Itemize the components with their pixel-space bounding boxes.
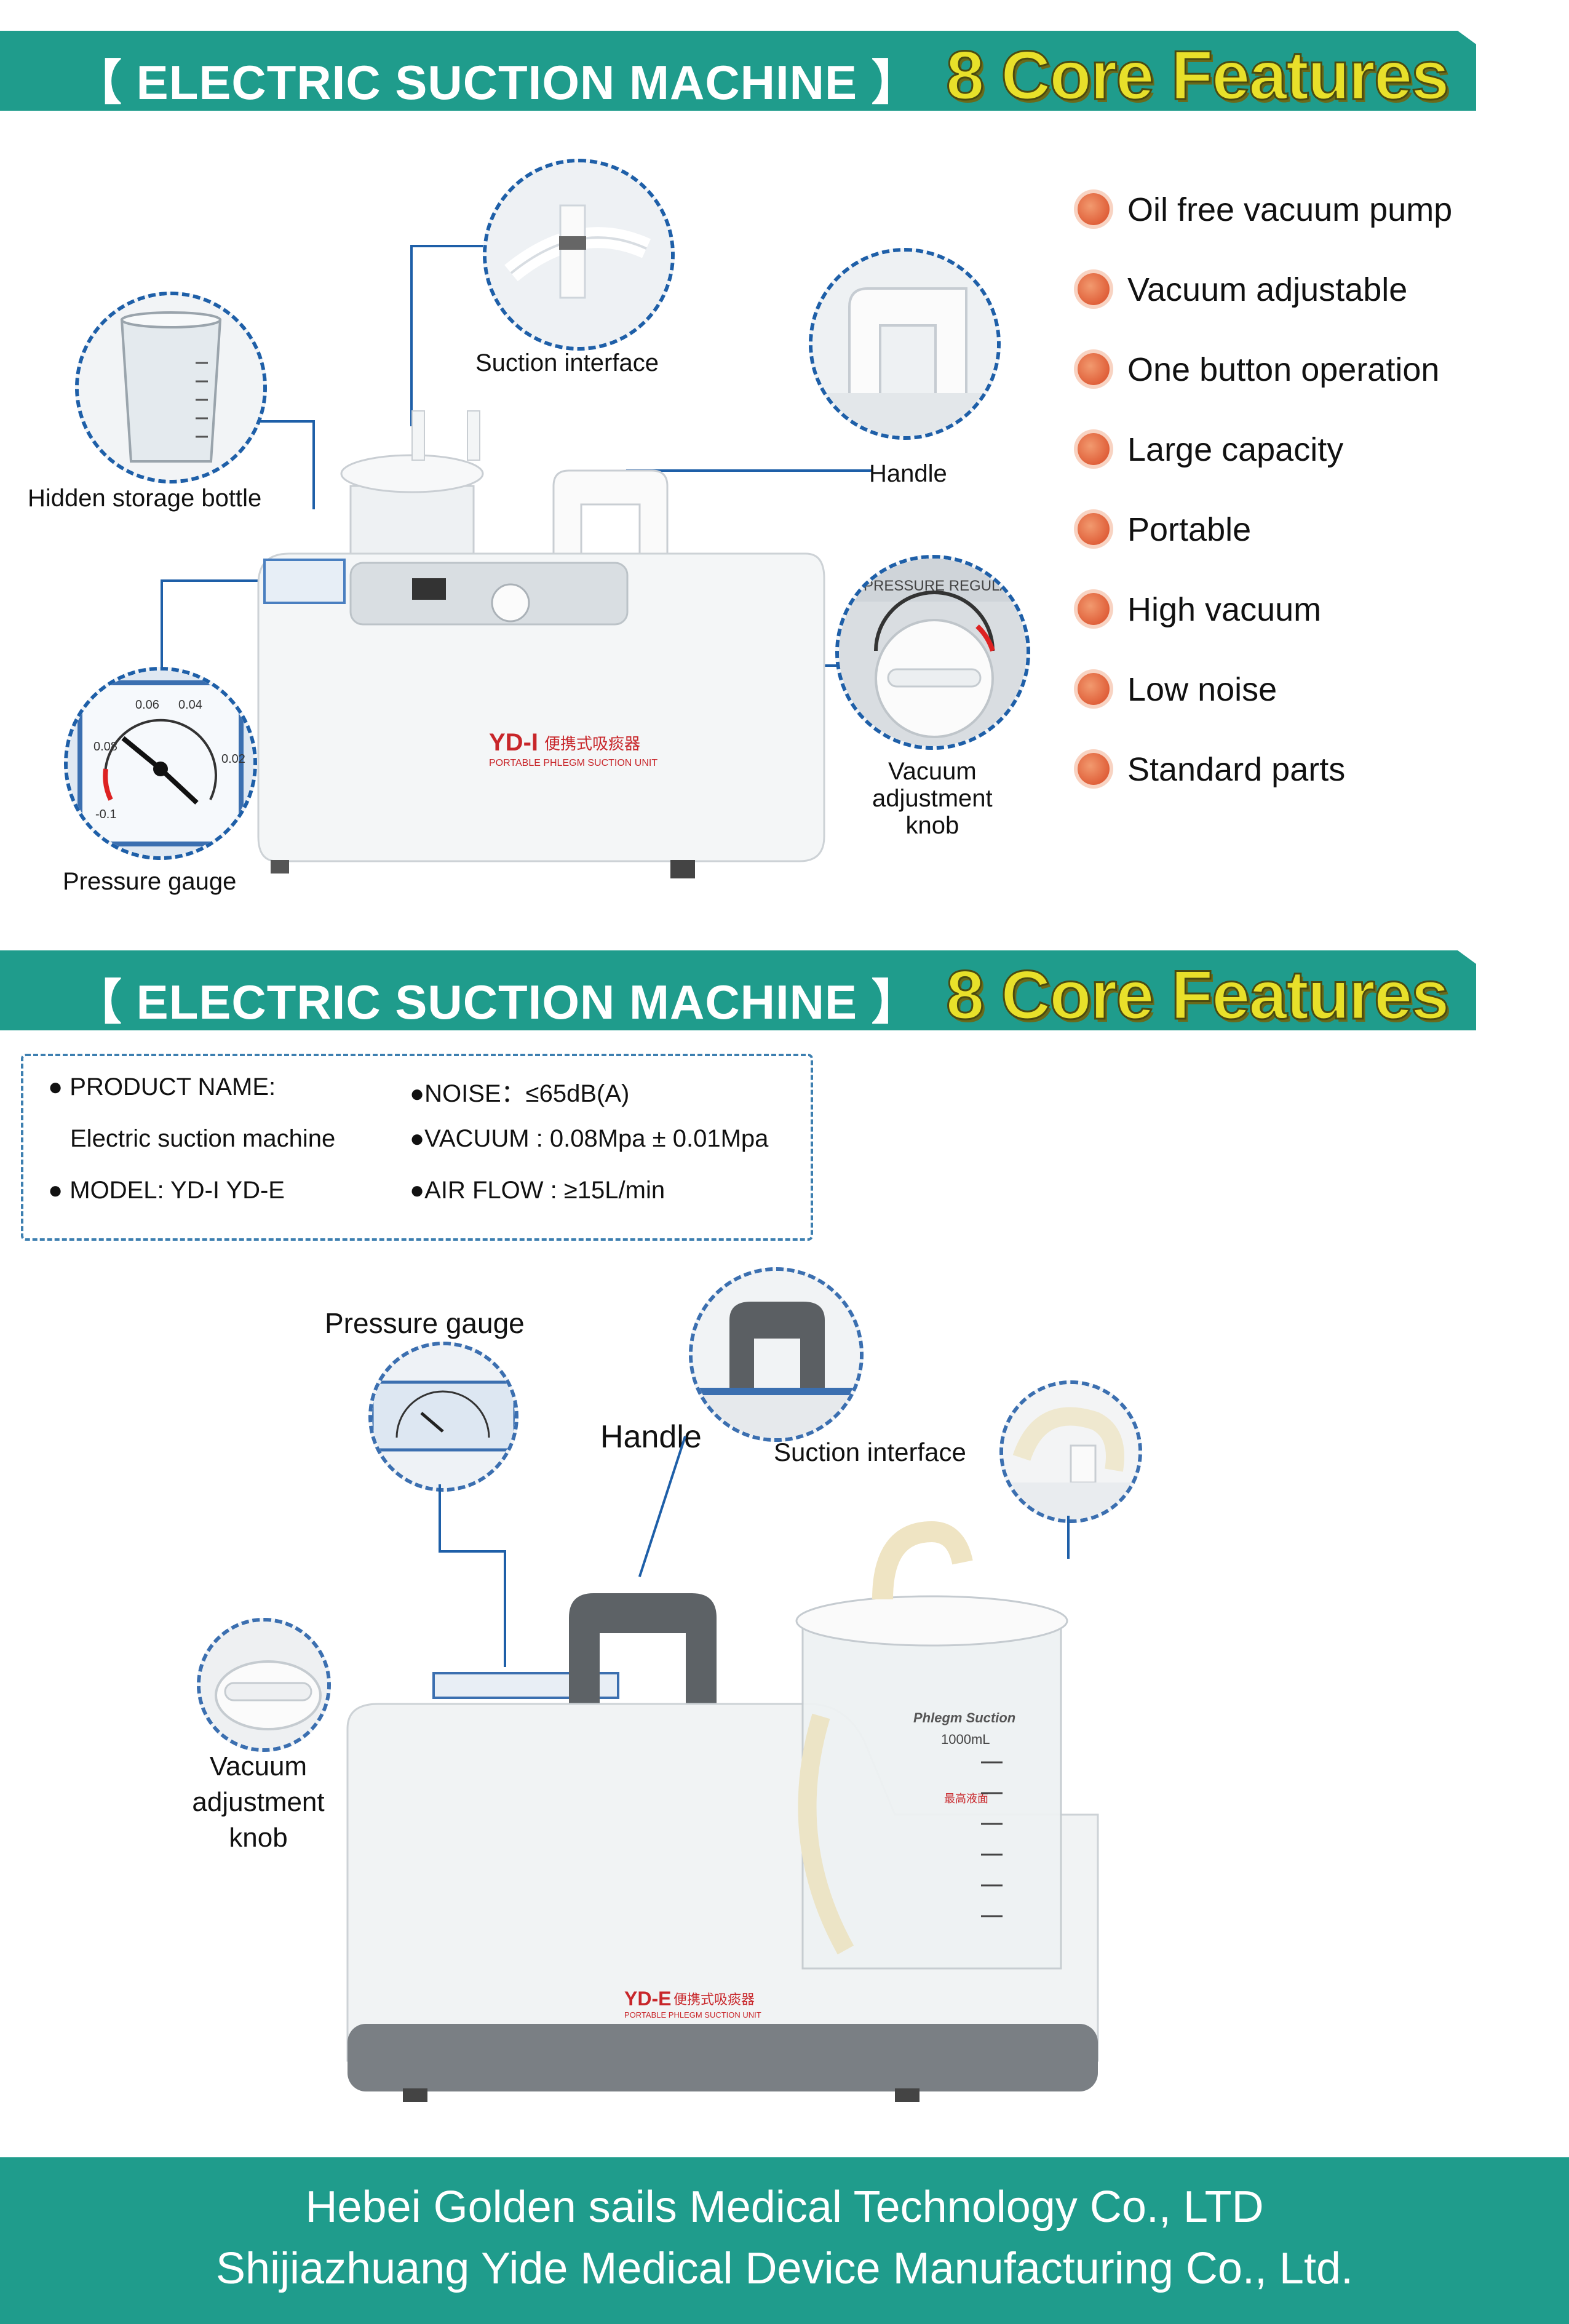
banner-bar — [0, 31, 1476, 111]
spec-product-name-label: ● PRODUCT NAME: — [48, 1073, 276, 1100]
yd-i-sub-text: PORTABLE PHLEGM SUCTION UNIT — [489, 758, 657, 768]
feature-bullet-icon — [1078, 353, 1110, 385]
company-footer: Hebei Golden sails Medical Technology Co… — [0, 2157, 1569, 2324]
vacuum-knob-label: Vacuum adjustment knob — [872, 758, 993, 839]
feature-item: Oil free vacuum pump — [1127, 191, 1453, 228]
svg-text:0.06: 0.06 — [135, 698, 159, 712]
spec-model: ● MODEL: YD-I YD-E — [48, 1177, 285, 1204]
feature-item: Large capacity — [1127, 431, 1344, 468]
handle-label-2: Handle — [600, 1419, 702, 1455]
pressure-gauge-detail-2 — [368, 1342, 518, 1492]
feature-bullet-icon — [1078, 673, 1110, 705]
feature-bullet-icon — [1078, 753, 1110, 785]
connector-line — [410, 245, 483, 247]
connector-line — [161, 579, 277, 582]
feature-item: Portable — [1127, 511, 1252, 548]
yd-e-machine-illustration: Phlegm Suction 1000mL 最高液面 YD-E 便携式吸痰器 P… — [346, 1521, 1099, 2102]
vacuum-knob-detail-2 — [197, 1618, 331, 1752]
vacuum-knob-illustration: PRESSURE REGULAT — [839, 559, 1027, 746]
header-banner-2: 【 ELECTRIC SUCTION MACHINE 】 8 Core Feat… — [0, 950, 1569, 1035]
vacuum-knob-illustration-2 — [201, 1622, 327, 1748]
storage-bottle-illustration — [79, 295, 263, 480]
feature-item: Low noise — [1127, 671, 1277, 708]
svg-text:0.04: 0.04 — [178, 698, 202, 712]
connector-line — [1067, 1516, 1070, 1559]
banner-bar — [0, 950, 1476, 1030]
jar-volume-text: 1000mL — [941, 1732, 990, 1747]
banner-title: 【 ELECTRIC SUCTION MACHINE 】 — [74, 975, 920, 1029]
connector-line — [161, 579, 163, 672]
company-name-1: Hebei Golden sails Medical Technology Co… — [305, 2183, 1264, 2232]
handle-detail-2 — [689, 1267, 864, 1442]
svg-text:-0.1: -0.1 — [95, 808, 116, 821]
suction-interface-label: Suction interface — [475, 349, 659, 376]
yd-i-model-text: YD-I — [489, 729, 538, 756]
spec-air-flow: ●AIR FLOW : ≥15L/min — [410, 1177, 665, 1204]
yd-i-machine-illustration: YD-I 便携式吸痰器 PORTABLE PHLEGM SUCTION UNIT — [257, 410, 825, 878]
feature-bullet-icon — [1078, 593, 1110, 625]
suction-interface-detail — [483, 159, 675, 351]
yd-e-chinese-text: 便携式吸痰器 — [673, 1992, 755, 2007]
spec-product-name-value: Electric suction machine — [70, 1125, 336, 1152]
pressure-gauge-illustration: 0.06 0.04 0.08 0.02 -0.1 — [68, 671, 253, 856]
svg-text:0.02: 0.02 — [221, 752, 245, 766]
pressure-gauge-illustration-2 — [372, 1345, 515, 1488]
company-name-2: Shijiazhuang Yide Medical Device Manufac… — [215, 2244, 1354, 2293]
core-features-heading: 8 Core Features — [945, 36, 1451, 115]
pressure-gauge-detail: 0.06 0.04 0.08 0.02 -0.1 — [64, 667, 257, 860]
connector-line — [439, 1550, 506, 1553]
vacuum-knob-label-2: Vacuum adjustment knob — [192, 1751, 325, 1853]
jar-label-text: Phlegm Suction — [913, 1710, 1015, 1725]
svg-text:0.08: 0.08 — [93, 740, 117, 754]
feature-bullet-icon — [1078, 433, 1110, 465]
connector-line — [312, 420, 315, 509]
spec-noise: ●NOISE：≤65dB(A) — [410, 1080, 630, 1107]
connector-line — [410, 245, 413, 426]
connector-line — [245, 420, 312, 423]
handle-illustration-2 — [693, 1271, 860, 1438]
vacuum-knob-detail: PRESSURE REGULAT — [835, 555, 1030, 750]
connector-line — [504, 1550, 506, 1667]
core-features-heading: 8 Core Features — [945, 956, 1451, 1035]
pressure-gauge-label-2: Pressure gauge — [325, 1307, 525, 1339]
feature-item: Standard parts — [1127, 751, 1346, 788]
feature-item: One button operation — [1127, 351, 1440, 388]
header-banner-1: 【 ELECTRIC SUCTION MACHINE 】 8 Core Feat… — [0, 31, 1569, 115]
handle-label: Handle — [869, 460, 947, 487]
connector-line — [439, 1484, 441, 1552]
pressure-gauge-label: Pressure gauge — [63, 868, 237, 895]
jar-max-text: 最高液面 — [944, 1793, 988, 1805]
yd-e-sub-text: PORTABLE PHLEGM SUCTION UNIT — [624, 2010, 761, 2020]
spec-box: ● PRODUCT NAME: Electric suction machine… — [21, 1054, 813, 1241]
spec-vacuum: ●VACUUM : 0.08Mpa ± 0.01Mpa — [410, 1125, 769, 1152]
feature-item: Vacuum adjustable — [1127, 271, 1408, 308]
suction-interface-label-2: Suction interface — [774, 1438, 966, 1466]
yd-i-chinese-text: 便携式吸痰器 — [544, 734, 640, 753]
handle-illustration — [812, 252, 997, 436]
feature-item: High vacuum — [1127, 591, 1322, 628]
connector-line — [626, 469, 872, 472]
banner-title: 【 ELECTRIC SUCTION MACHINE 】 — [74, 55, 920, 109]
hidden-bottle-label: Hidden storage bottle — [28, 485, 262, 512]
storage-bottle-detail — [75, 292, 267, 484]
yd-e-model-text: YD-E — [624, 1988, 671, 2010]
feature-bullet-icon — [1078, 193, 1110, 225]
feature-bullet-icon — [1078, 273, 1110, 305]
handle-detail — [809, 248, 1001, 440]
suction-interface-illustration — [487, 162, 671, 347]
feature-bullet-icon — [1078, 513, 1110, 545]
